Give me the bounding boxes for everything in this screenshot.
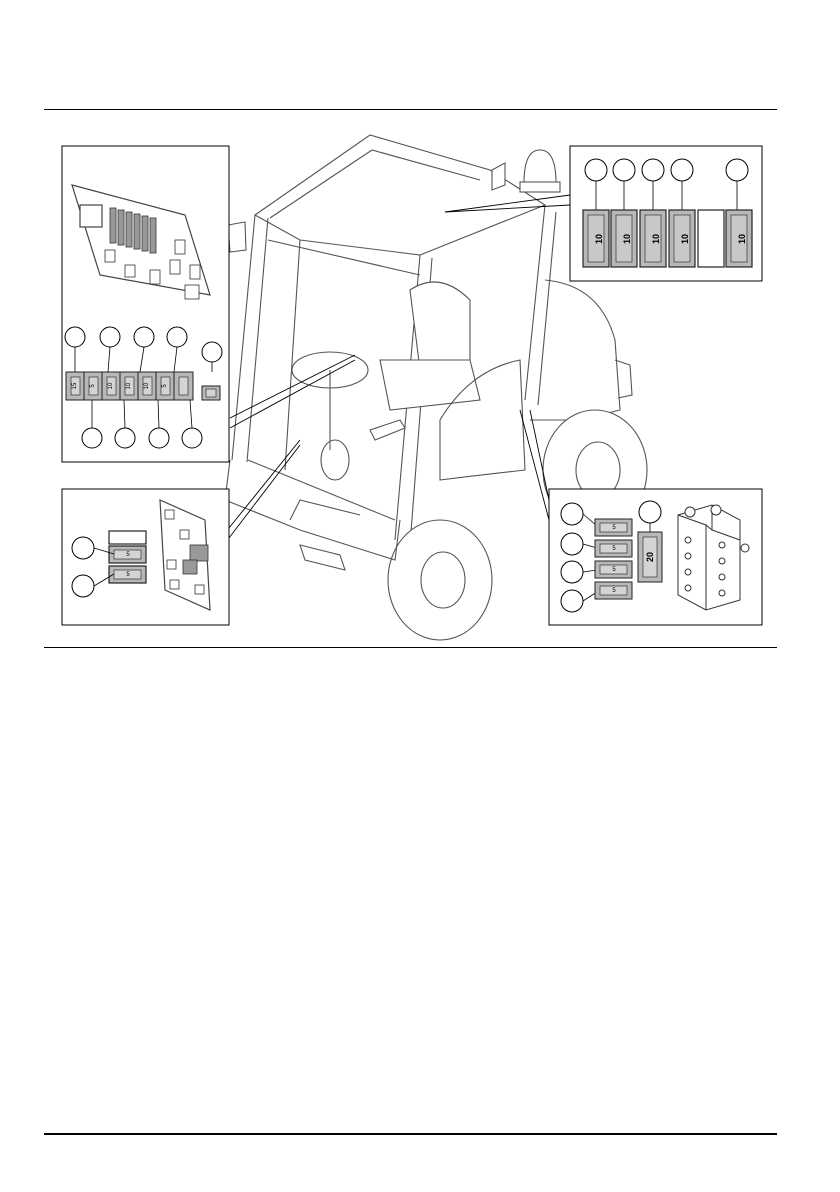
top-right-fuse-label: 10 <box>594 234 604 244</box>
left-fuse-label: 10 <box>144 382 150 389</box>
inset-bottom-left-fuses <box>62 489 229 625</box>
top-right-fuse-label: 10 <box>651 234 661 244</box>
top-right-fuse-label: 10 <box>622 234 632 244</box>
top-right-fuse-label: 10 <box>680 234 690 244</box>
inset-left-fuse-board <box>62 146 229 462</box>
left-fuse-label: 10 <box>108 382 114 389</box>
inset-bottom-right-fuses <box>549 489 762 625</box>
top-right-fuse-label: 10 <box>737 234 747 244</box>
inset-top-right-fuses <box>570 146 762 281</box>
left-fuse-label: 10 <box>126 382 132 389</box>
left-fuse-label: 15 <box>72 382 78 389</box>
bottom-right-big-fuse-label: 20 <box>645 552 655 562</box>
